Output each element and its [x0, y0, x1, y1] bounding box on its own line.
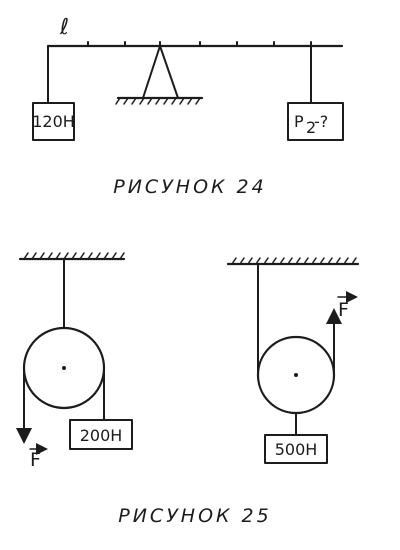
right-force-label: F	[338, 299, 349, 321]
lever-tick-marks	[87, 41, 312, 47]
fulcrum-ground-hatching	[115, 97, 201, 105]
figure-25-caption: РИСУНОК 25	[118, 505, 271, 527]
figure-25-fixed-pulley: F 200H	[16, 252, 133, 471]
right-weight-subscript: 2	[306, 118, 316, 137]
right-pulley-weight-label: 500H	[275, 440, 318, 459]
left-ceiling-hatching	[23, 252, 125, 260]
left-pulley-weight-box	[69, 419, 133, 450]
figure-25-movable-pulley: F 500H	[226, 257, 360, 464]
left-pulley-axle	[62, 366, 66, 370]
lever-length-label: ℓ	[59, 15, 69, 40]
figure-24-lever: ℓ 120H P 2 -? РИСУ	[32, 15, 344, 198]
left-pulley-weight-label: 200H	[80, 426, 123, 445]
left-weight-label: 120H	[32, 112, 75, 131]
right-pulley-axle	[294, 373, 298, 377]
right-weight-box	[287, 102, 344, 141]
right-weight-question: -?	[314, 112, 328, 131]
fulcrum-triangle	[142, 45, 179, 99]
left-weight-box	[32, 102, 75, 141]
right-weight-symbol: P	[294, 112, 304, 131]
left-force-label: F	[30, 449, 41, 471]
figure-24-caption: РИСУНОК 24	[113, 176, 266, 198]
right-pulley-weight-box	[264, 434, 328, 464]
right-weight-label: P 2 -?	[294, 112, 328, 137]
right-ceiling-hatching	[231, 257, 357, 265]
